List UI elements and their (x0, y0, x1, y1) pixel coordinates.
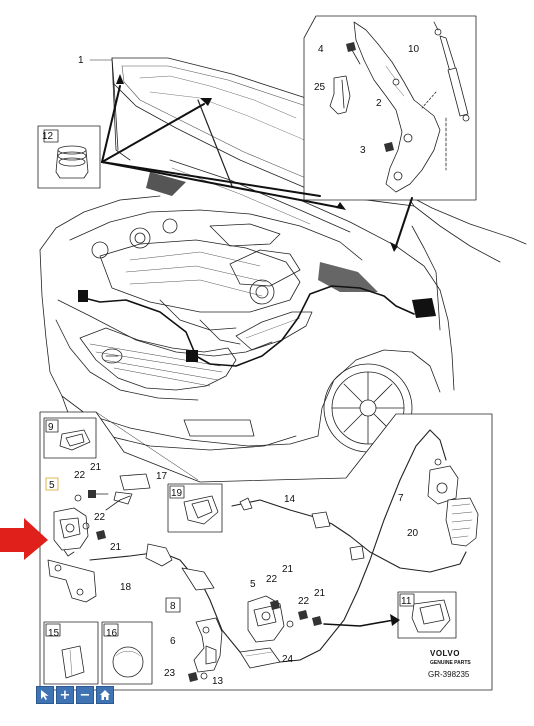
callout-5b: 5 (250, 579, 256, 590)
callout-19: 19 (171, 488, 183, 499)
callout-6: 6 (170, 636, 176, 647)
car-illustration (39, 57, 527, 453)
callout-labels: 1 4 10 25 2 3 12 9 5 21 22 17 22 21 18 1… (42, 44, 420, 687)
brand-sub: GENUINE PARTS (430, 660, 471, 666)
callout-14: 14 (284, 494, 296, 505)
part-12-inset (37, 125, 101, 189)
callout-16: 16 (106, 628, 118, 639)
callout-5a: 5 (49, 480, 55, 491)
callout-22a: 22 (74, 470, 86, 481)
callout-21b: 21 (110, 542, 122, 553)
home-button[interactable] (96, 686, 114, 704)
lock-system-inset (39, 411, 493, 691)
callout-15: 15 (48, 628, 60, 639)
zoom-toolbar: + − (36, 686, 114, 704)
home-icon (100, 690, 110, 700)
callout-1: 1 (78, 55, 84, 66)
callout-25: 25 (314, 82, 326, 93)
highlight-arrow (0, 518, 48, 560)
callout-9: 9 (48, 422, 54, 433)
callout-13: 13 (212, 676, 224, 687)
callout-24: 24 (282, 654, 294, 665)
diagram-reference: GR-398235 (428, 670, 470, 679)
callout-2: 2 (376, 98, 382, 109)
callout-21d: 21 (314, 588, 326, 599)
callout-11: 11 (401, 596, 412, 607)
callout-10: 10 (408, 44, 420, 55)
callout-20: 20 (407, 528, 419, 539)
zoom-in-button[interactable]: + (56, 686, 74, 704)
callout-7: 7 (398, 493, 404, 504)
callout-21a: 21 (90, 462, 102, 473)
callout-12: 12 (42, 131, 54, 142)
hood-cable-route (83, 285, 415, 367)
callout-3: 3 (360, 145, 366, 156)
callout-18: 18 (120, 582, 132, 593)
callout-22d: 22 (298, 596, 310, 607)
callout-22c: 22 (266, 574, 278, 585)
callout-22b: 22 (94, 512, 106, 523)
callout-21c: 21 (282, 564, 294, 575)
callout-8: 8 (170, 601, 176, 612)
cursor-icon (41, 690, 49, 700)
brand-block: VOLVO GENUINE PARTS GR-398235 (428, 649, 471, 679)
brand-logo: VOLVO (430, 649, 460, 658)
hinge-inset (303, 15, 477, 201)
callout-17: 17 (156, 471, 168, 482)
leader-arrows (101, 85, 413, 247)
callout-23: 23 (164, 668, 176, 679)
select-button[interactable] (36, 686, 54, 704)
callout-4: 4 (318, 44, 324, 55)
zoom-out-button[interactable]: − (76, 686, 94, 704)
